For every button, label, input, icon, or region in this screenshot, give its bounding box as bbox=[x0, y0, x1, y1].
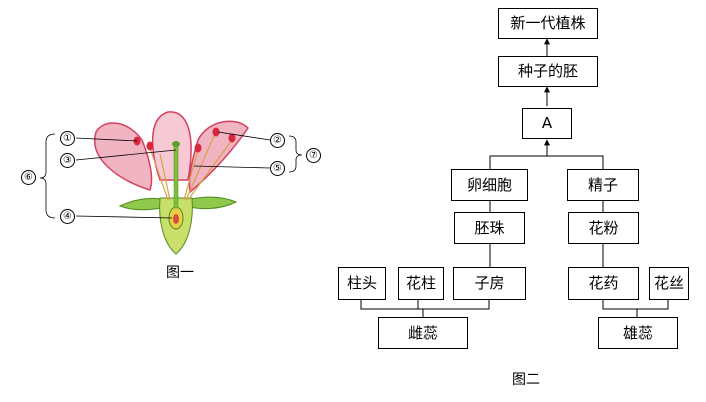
box-new-plant: 新一代植株 bbox=[498, 8, 598, 39]
marker-4: ④ bbox=[60, 209, 75, 224]
box-sperm: 精子 bbox=[567, 169, 639, 201]
marker-5: ⑤ bbox=[270, 161, 285, 176]
box-pollen: 花粉 bbox=[568, 212, 639, 244]
box-egg-cell: 卵细胞 bbox=[451, 169, 528, 201]
marker-2: ② bbox=[270, 133, 285, 148]
box-filament: 花丝 bbox=[649, 267, 689, 300]
box-stigma: 柱头 bbox=[338, 267, 386, 300]
left-petal bbox=[95, 123, 152, 190]
box-stamen: 雄蕊 bbox=[598, 317, 678, 349]
figure2-caption: 图二 bbox=[512, 369, 540, 389]
box-A: A bbox=[522, 108, 572, 139]
right-sepal bbox=[186, 197, 236, 208]
marker-6: ⑥ bbox=[21, 170, 36, 185]
back-petal bbox=[153, 112, 191, 180]
box-ovule: 胚珠 bbox=[454, 212, 525, 244]
pistil-style bbox=[174, 146, 178, 208]
box-anther: 花药 bbox=[568, 267, 639, 300]
box-style: 花柱 bbox=[398, 267, 444, 300]
figure1-caption: 图一 bbox=[166, 262, 194, 282]
marker-1: ① bbox=[60, 131, 75, 146]
box-embryo: 种子的胚 bbox=[498, 56, 598, 87]
box-pistil: 雌蕊 bbox=[378, 317, 468, 349]
ovule-shape bbox=[173, 214, 179, 224]
marker-7: ⑦ bbox=[306, 148, 321, 163]
box-ovary: 子房 bbox=[453, 267, 526, 300]
stigma-shape bbox=[172, 141, 180, 147]
marker-3: ③ bbox=[60, 153, 75, 168]
